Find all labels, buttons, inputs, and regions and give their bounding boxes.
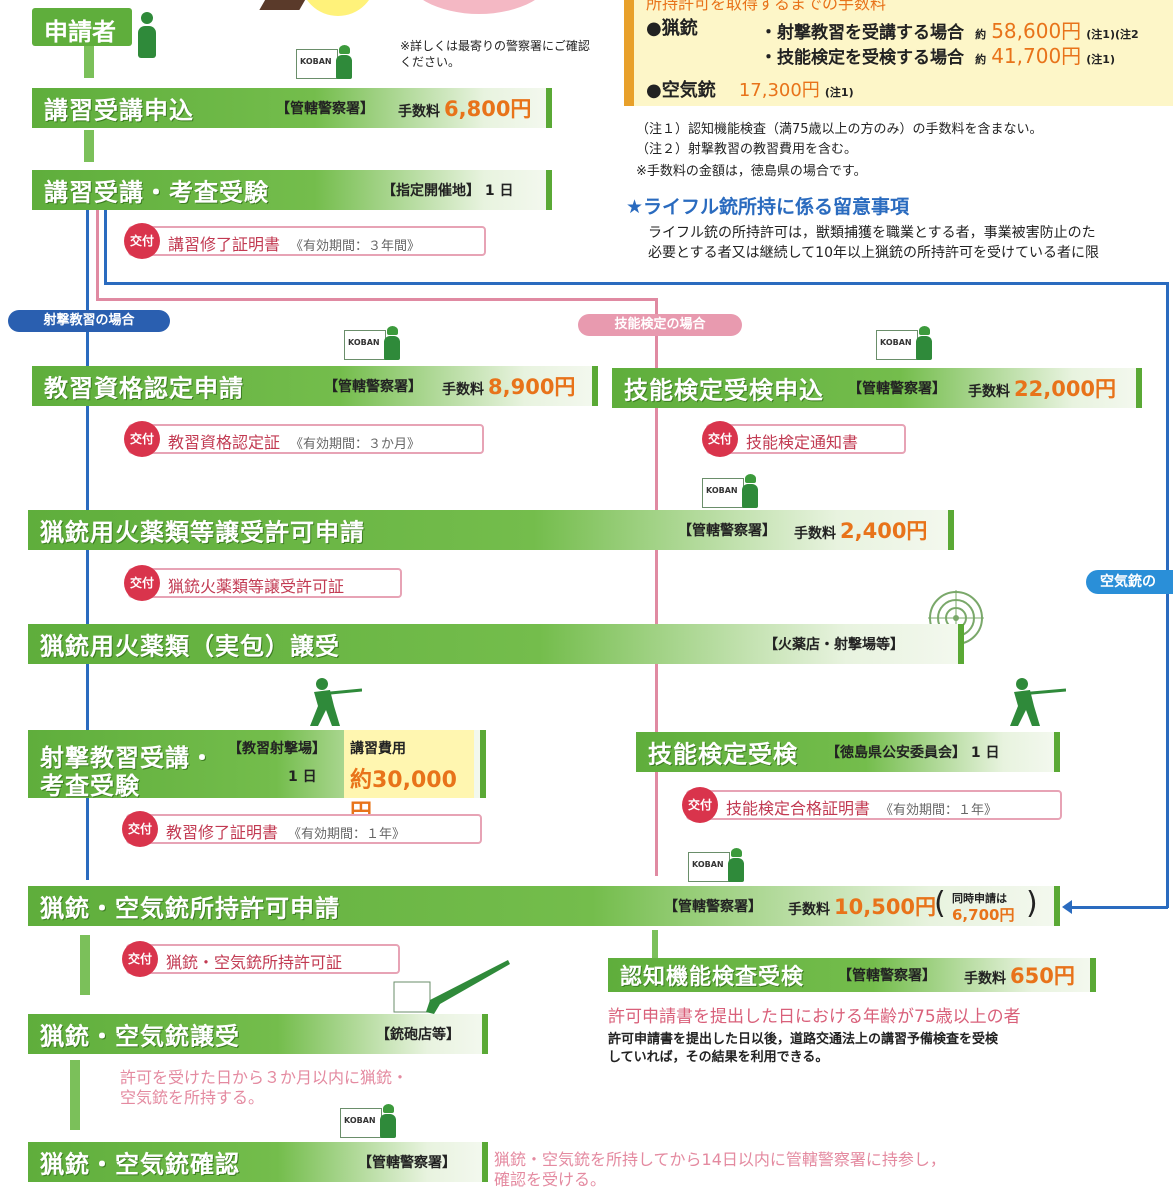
decor-circle-yellow bbox=[300, 0, 376, 16]
connector-line bbox=[80, 935, 90, 995]
step-gun-transfer: 猟銃・空気銃譲受 【銃砲店等】 bbox=[28, 1014, 488, 1054]
koban-icon: KOBAN bbox=[296, 45, 352, 81]
transfer-deadline-note-2: 空気銃を所持する。 bbox=[120, 1088, 265, 1107]
rifle-icon bbox=[390, 956, 510, 1016]
koban-icon: KOBAN bbox=[340, 1104, 396, 1140]
flow-line-skill bbox=[96, 298, 656, 301]
cognitive-age-note: 許可申請書を提出した日における年齢が75歳以上の者 bbox=[608, 1007, 1021, 1027]
step-ammunition-transfer: 猟銃用火薬類（実包）譲受 【火薬店・射撃場等】 bbox=[28, 624, 964, 664]
transfer-deadline-note-1: 許可を受けた日から３か月以内に猟銃・ bbox=[120, 1068, 409, 1087]
shooter-icon bbox=[300, 676, 363, 728]
fee-note-1: （注１）認知機能検査（満75歳以上の方のみ）の手数料を含まない。 bbox=[636, 122, 1043, 137]
cert-training-qualification: 交付 教習資格認定証《有効期間：３か月》 bbox=[124, 421, 484, 457]
applicant-label: 申請者 bbox=[44, 18, 116, 46]
koban-icon: KOBAN bbox=[688, 848, 744, 884]
fees-box-header: 所持許可を取得するまでの手数料 bbox=[646, 0, 887, 13]
inquiry-note: ※詳しくは最寄りの警察署にご確認ください。 bbox=[400, 39, 590, 69]
koban-icon: KOBAN bbox=[344, 326, 400, 362]
cognitive-reuse-note-1: 許可申請書を提出した日以後，道路交通法上の講習予備検査を受検 bbox=[608, 1032, 999, 1047]
simultaneous-fee: ( 同時申請は 6,700円 ) bbox=[934, 886, 1038, 924]
fee-note-2: （注２）射撃教習の教習費用を含む。 bbox=[636, 142, 858, 157]
rifle-notice-line-1: ライフル銃の所持許可は，獣類捕獲を職業とする者，事業被害防止のた bbox=[648, 225, 1096, 241]
flow-line-air bbox=[1070, 906, 1168, 909]
fees-line2: ・技能検定を受検する場合 約 41,700円 (注1) bbox=[760, 44, 1115, 68]
flow-line-skill bbox=[655, 298, 658, 876]
person-icon bbox=[136, 12, 158, 58]
koban-icon: KOBAN bbox=[702, 474, 758, 510]
cert-skill-test-notice: 交付 技能検定通知書 bbox=[702, 421, 906, 457]
flow-line-air bbox=[104, 210, 107, 284]
rifle-notice-line-2: 必要とする者又は継続して10年以上猟銃の所持許可を受けている者に限 bbox=[648, 245, 1099, 261]
connector-line bbox=[70, 1060, 80, 1130]
cert-skill-test-pass: 交付 技能検定合格証明書《有効期間：１年》 bbox=[682, 787, 1062, 823]
cert-gunpowder-permit: 交付 猟銃火薬類等譲受許可証 bbox=[124, 565, 402, 601]
training-fee-box: 講習費用 約30,000円 bbox=[344, 730, 474, 825]
connector-line bbox=[652, 930, 658, 962]
confirmation-note-1: 猟銃・空気銃を所持してから14日以内に管轄警察署に持参し， bbox=[494, 1150, 946, 1169]
step-gun-confirmation: 猟銃・空気銃確認 【管轄警察署】 bbox=[28, 1142, 488, 1182]
fees-hunting-label: ●猟銃 bbox=[646, 18, 698, 39]
decor-circle-pink bbox=[404, 0, 554, 14]
confirmation-note-2: 確認を受ける。 bbox=[494, 1170, 607, 1189]
arrow-left-icon bbox=[1062, 900, 1072, 914]
koban-icon: KOBAN bbox=[876, 326, 932, 362]
cert-training-completion: 交付 教習修了証明書《有効期間：１年》 bbox=[122, 811, 482, 847]
connector-line bbox=[84, 46, 94, 78]
cert-lecture-completion: 交付 講習修了証明書《有効期間：３年間》 bbox=[124, 223, 486, 259]
fee-note-3: ※手数料の金額は，徳島県の場合です。 bbox=[636, 164, 867, 179]
flow-line-air bbox=[1166, 282, 1169, 908]
tag-air-gun: 空気銃の bbox=[1086, 570, 1173, 594]
flow-line-skill bbox=[96, 210, 99, 300]
tag-shooting-case: 射撃教習の場合 bbox=[8, 310, 170, 332]
shooter-icon bbox=[1000, 676, 1067, 728]
flow-line-air bbox=[104, 282, 1168, 285]
connector-line bbox=[84, 130, 94, 162]
tag-skill-case: 技能検定の場合 bbox=[578, 314, 742, 336]
applicant-box: 申請者 bbox=[32, 8, 132, 46]
step-skill-test: 技能検定受検 【徳島県公安委員会】 1 日 bbox=[636, 732, 1060, 772]
fees-line1: ・射撃教習を受講する場合 約 58,600円 (注1)(注2 bbox=[760, 19, 1139, 43]
step-lecture-exam: 講習受講・考査受験 【指定開催地】 1 日 bbox=[32, 170, 552, 210]
fees-air-line: ●空気銃 17,300円 (注1) bbox=[646, 80, 854, 101]
cognitive-reuse-note-2: していれば，その結果を利用できる。 bbox=[608, 1050, 829, 1065]
fees-box: 所持許可を取得するまでの手数料 ●猟銃 ・射撃教習を受講する場合 約 58,60… bbox=[624, 0, 1173, 106]
rifle-notice-title: ★ライフル銃所持に係る留意事項 bbox=[626, 196, 910, 218]
step-shooting-training: 射撃教習受講・ 考査受験 【教習射撃場】 1 日 講習費用 約30,000円 bbox=[28, 730, 486, 825]
cert-gun-license: 交付 猟銃・空気銃所持許可証 bbox=[122, 941, 400, 977]
